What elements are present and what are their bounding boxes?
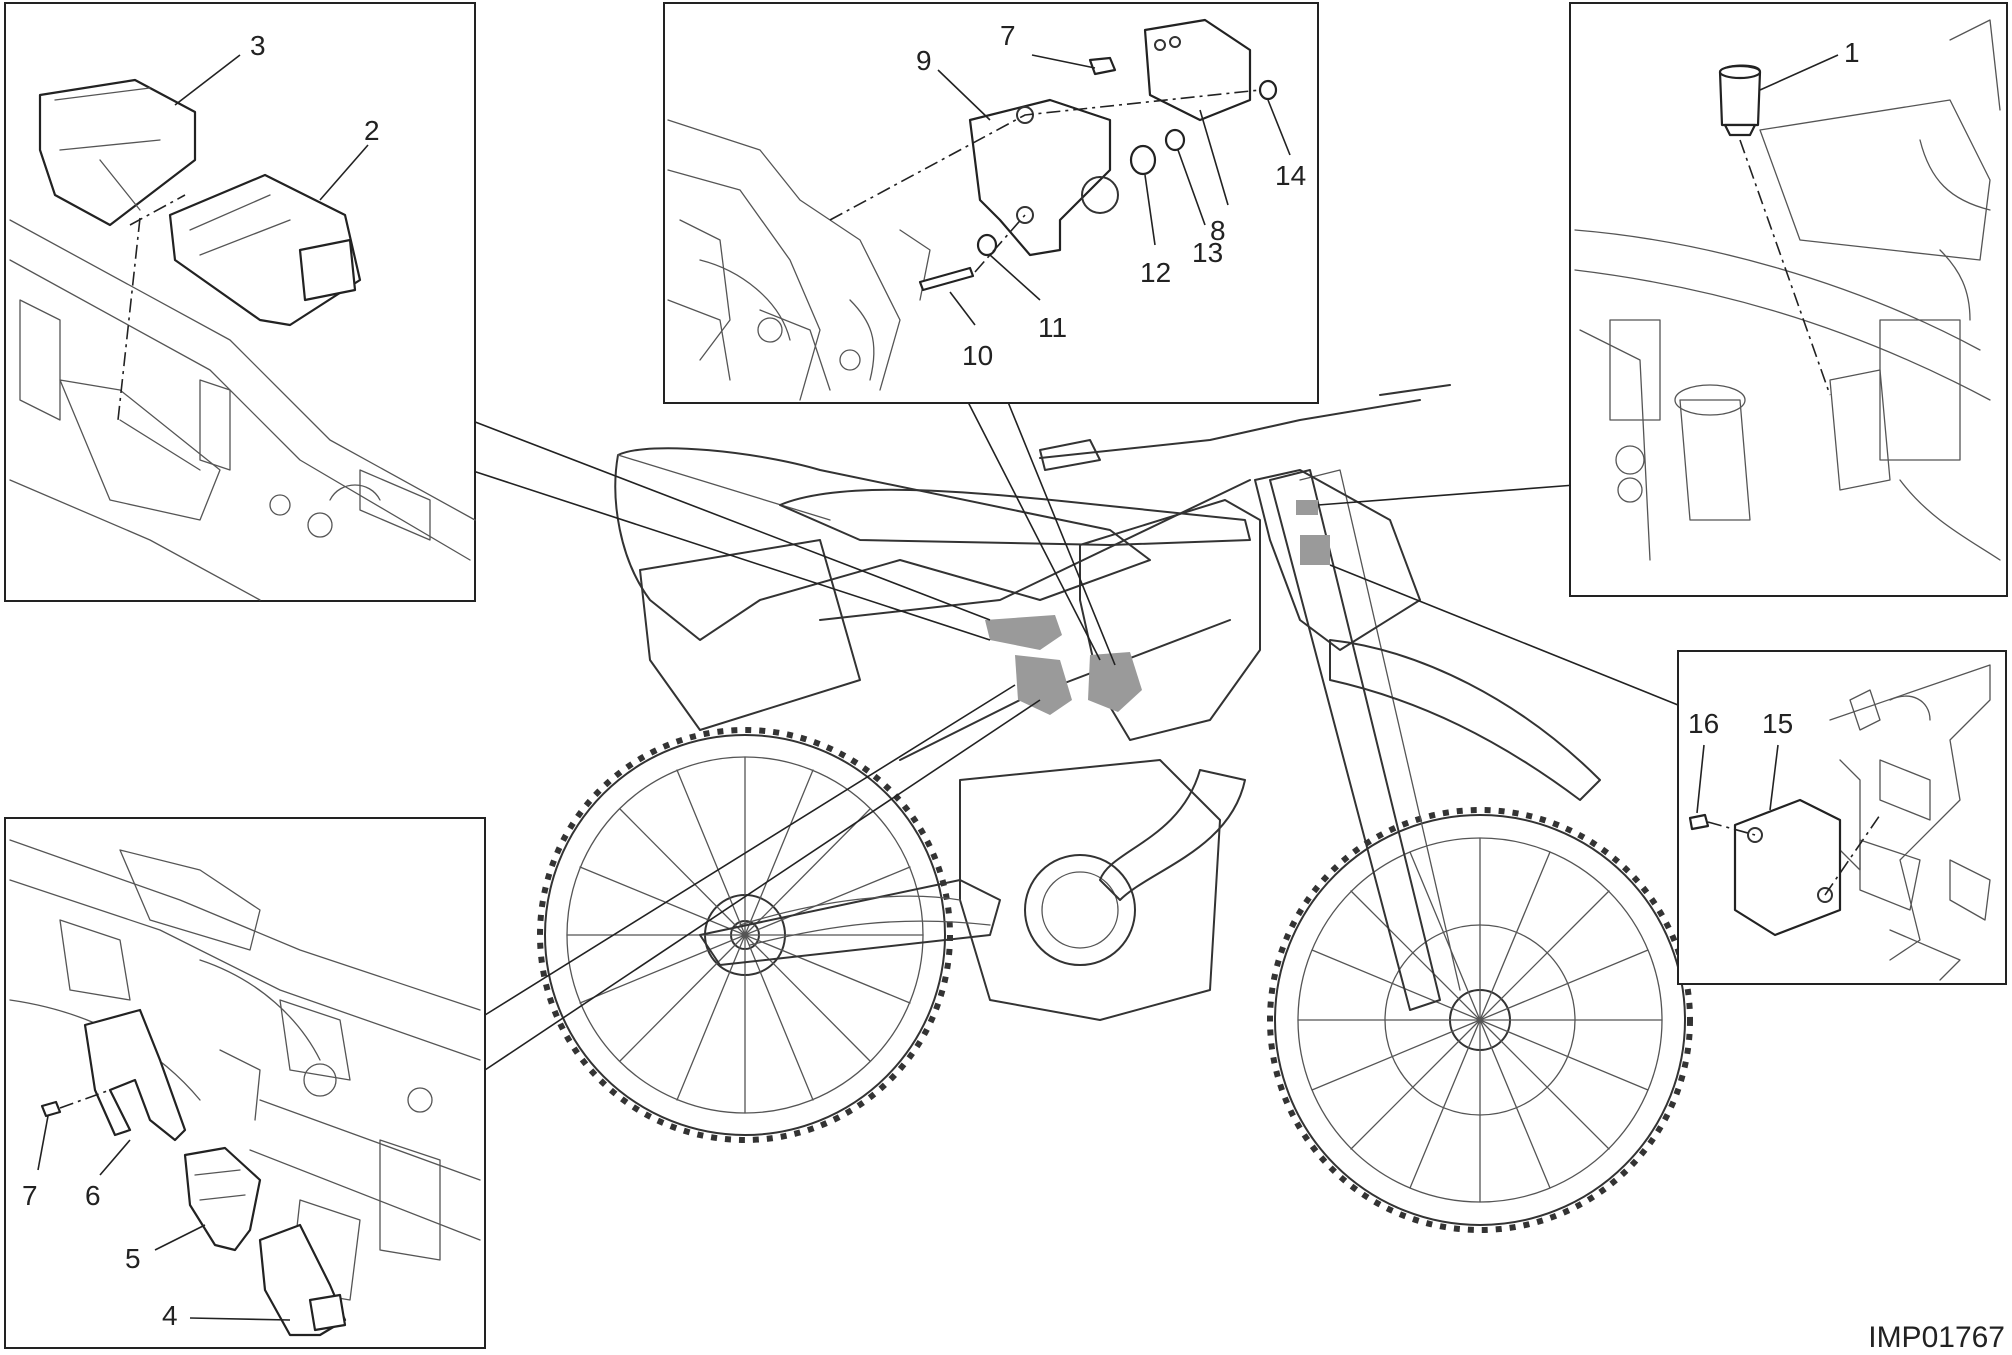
inset-panel-top-right: 1 — [1569, 2, 2008, 597]
callout-4: 4 — [162, 1300, 178, 1331]
screw-part-7-bottom — [40, 1100, 62, 1118]
screw-part-7 — [1088, 56, 1117, 76]
callout-12: 12 — [1140, 257, 1171, 288]
inset-panel-top-center: 7 9 14 8 13 12 11 10 — [663, 2, 1319, 404]
washer-part-11 — [976, 233, 998, 257]
inset-panel-bottom-left: 7 6 5 4 — [4, 817, 486, 1349]
callout-11: 11 — [1038, 312, 1067, 343]
front-wheel — [1267, 807, 1693, 1233]
bracket-part-6 — [83, 1008, 187, 1142]
bracket-part-9 — [968, 98, 1112, 257]
callout-10: 10 — [962, 340, 993, 371]
drawing-code: IMP01767 — [1868, 1321, 2005, 1354]
rear-wheel — [537, 727, 953, 1143]
highlight-zone-bracket-left — [1015, 655, 1072, 715]
highlight-zone-bracket-right — [1088, 652, 1142, 712]
callout-7-bottom: 7 — [22, 1180, 38, 1211]
callout-2: 2 — [364, 115, 380, 146]
callout-1: 1 — [1844, 37, 1860, 68]
inset-panel-middle-right: 16 15 — [1677, 650, 2007, 985]
screw-part-10 — [918, 266, 975, 292]
highlight-zone-plug — [1296, 500, 1318, 515]
module-part-15 — [1733, 798, 1842, 937]
callout-15: 15 — [1762, 708, 1793, 739]
callout-9: 9 — [916, 45, 932, 76]
highlight-zone-ecu — [985, 615, 1062, 650]
callout-6: 6 — [85, 1180, 101, 1211]
screw-part-16 — [1688, 813, 1710, 831]
highlight-zone-module — [1300, 535, 1330, 565]
callout-8: 8 — [1210, 215, 1226, 246]
inset-connector-lines — [469, 401, 1679, 1071]
callout-7-center: 7 — [1000, 20, 1016, 51]
inset-panel-top-left: 3 2 — [4, 2, 476, 602]
callout-16: 16 — [1688, 708, 1719, 739]
callout-13: 13 — [1192, 237, 1223, 268]
control-unit-part-3 — [38, 78, 197, 227]
spacer-part-12 — [1129, 144, 1157, 176]
callout-5: 5 — [125, 1243, 141, 1274]
motorcycle-illustration — [537, 384, 1693, 1233]
washer-part-13 — [1164, 128, 1186, 152]
callout-3: 3 — [250, 30, 266, 61]
nut-part-14 — [1258, 79, 1278, 101]
callout-14: 14 — [1275, 160, 1306, 191]
